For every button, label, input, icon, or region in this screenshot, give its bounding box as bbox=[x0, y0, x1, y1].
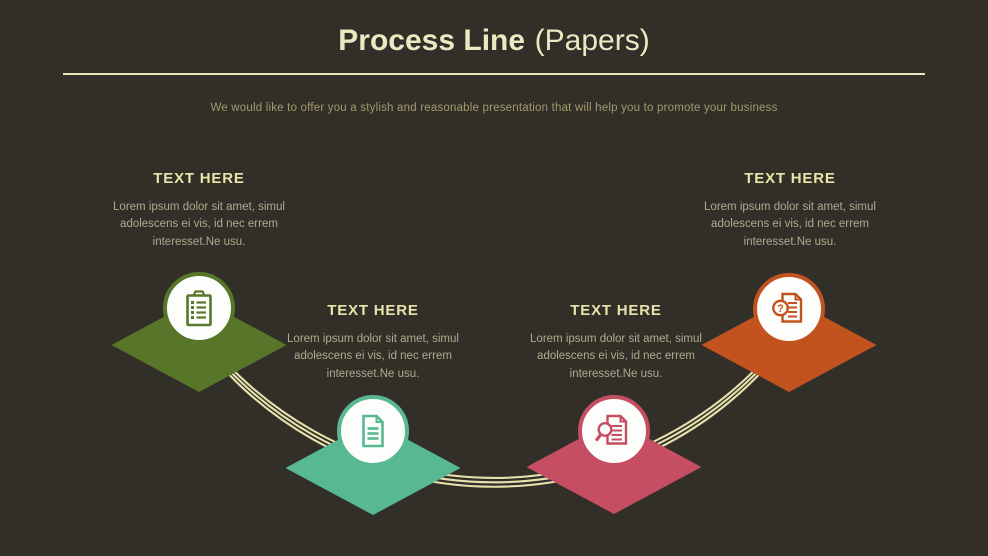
body-line: Lorem ipsum dolor sit amet, simul bbox=[704, 201, 876, 213]
step-1-body: Lorem ipsum dolor sit amet, simul adoles… bbox=[74, 199, 324, 251]
body-line: Lorem ipsum dolor sit amet, simul bbox=[530, 333, 702, 345]
step-3-badge bbox=[578, 395, 650, 467]
title-main: Process Line bbox=[338, 24, 526, 57]
step-3-text-block: TEXT HERE Lorem ipsum dolor sit amet, si… bbox=[491, 301, 741, 383]
step-2-heading: TEXT HERE bbox=[327, 302, 419, 319]
step-4-badge: ? bbox=[753, 273, 825, 345]
body-line: adolescens ei vis, id nec errem bbox=[294, 350, 452, 363]
step-1-text-block: TEXT HERE Lorem ipsum dolor sit amet, si… bbox=[74, 169, 324, 251]
body-line: adolescens ei vis, id nec errem bbox=[120, 218, 278, 231]
step-1-badge bbox=[163, 272, 235, 344]
step-2-body: Lorem ipsum dolor sit amet, simul adoles… bbox=[248, 331, 498, 383]
step-1-heading: TEXT HERE bbox=[153, 170, 245, 187]
step-3-body: Lorem ipsum dolor sit amet, simul adoles… bbox=[491, 331, 741, 383]
svg-text:?: ? bbox=[777, 303, 784, 315]
step-2-badge bbox=[337, 395, 409, 467]
step-3-heading: TEXT HERE bbox=[570, 302, 662, 319]
document-icon bbox=[355, 411, 391, 451]
arc-line-middle bbox=[189, 321, 799, 484]
step-2-text-block: TEXT HERE Lorem ipsum dolor sit amet, si… bbox=[248, 301, 498, 383]
step-4-body: Lorem ipsum dolor sit amet, simul adoles… bbox=[665, 199, 915, 251]
arc-line-inner bbox=[189, 326, 799, 488]
document-search-icon bbox=[594, 411, 634, 451]
body-line: interesset.Ne usu. bbox=[569, 367, 663, 380]
page-title: Process Line(Papers) bbox=[0, 22, 988, 60]
step-4-heading: TEXT HERE bbox=[744, 170, 836, 187]
divider-line bbox=[63, 73, 925, 75]
clipboard-checklist-icon bbox=[181, 288, 217, 328]
step-4-text-block: TEXT HERE Lorem ipsum dolor sit amet, si… bbox=[665, 169, 915, 251]
body-line: Lorem ipsum dolor sit amet, simul bbox=[113, 201, 285, 213]
body-line: interesset.Ne usu. bbox=[152, 235, 246, 248]
document-question-icon: ? bbox=[769, 289, 809, 329]
arc-line-outer bbox=[189, 317, 799, 479]
body-line: interesset.Ne usu. bbox=[743, 235, 837, 248]
title-secondary: (Papers) bbox=[534, 24, 650, 57]
body-line: adolescens ei vis, id nec errem bbox=[537, 350, 695, 363]
body-line: interesset.Ne usu. bbox=[326, 367, 420, 380]
subtitle: We would like to offer you a stylish and… bbox=[210, 102, 778, 114]
body-line: adolescens ei vis, id nec errem bbox=[711, 218, 869, 231]
body-line: Lorem ipsum dolor sit amet, simul bbox=[287, 333, 459, 345]
